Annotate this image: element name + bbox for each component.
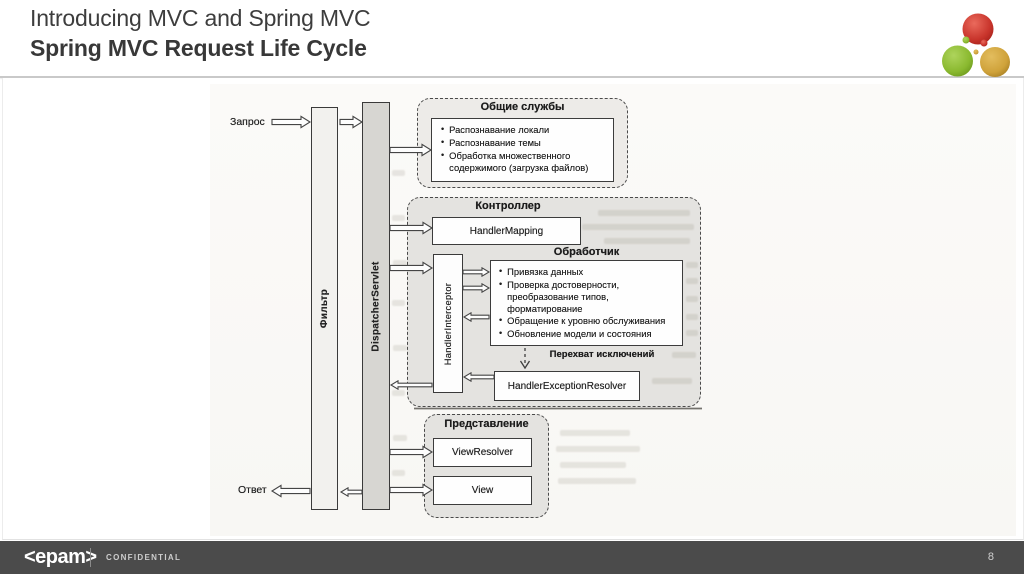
- list-item: Обращение к уровню обслуживания: [499, 315, 678, 327]
- list-item-text: Проверка достоверности, преобразование т…: [507, 278, 620, 314]
- list-item-text: Обработка множественного содержимого (за…: [449, 149, 589, 173]
- scan-artifact: [393, 435, 407, 441]
- list-item: Обработка множественного содержимого (за…: [441, 150, 609, 174]
- view-resolver-label: ViewResolver: [452, 447, 513, 458]
- footer-bar: <epam> CONFIDENTIAL 8: [0, 541, 1024, 574]
- scan-artifact: [598, 210, 690, 216]
- controller-title: Контроллер: [475, 200, 541, 212]
- list-item-text: Привязка данных: [507, 266, 584, 277]
- presentation-title: Представление: [444, 418, 529, 430]
- common-services-list: Распознавание локали Распознавание темы …: [433, 121, 613, 181]
- slide-subtitle: Spring MVC Request Life Cycle: [30, 35, 367, 61]
- list-item: Привязка данных: [499, 266, 678, 278]
- request-label: Запрос: [230, 116, 265, 128]
- list-item: Распознавание темы: [441, 137, 609, 149]
- handler-interceptor-bar: HandlerInterceptor: [433, 254, 463, 393]
- scan-artifact: [558, 478, 636, 484]
- slide-title: Introducing MVC and Spring MVC: [30, 5, 371, 31]
- scan-artifact: [686, 296, 698, 302]
- scan-artifact: [392, 215, 405, 221]
- scan-artifact: [686, 262, 698, 268]
- exception-intercept-label: Перехват исключений: [549, 349, 655, 360]
- filter-label: Фильтр: [319, 288, 330, 329]
- epam-logo: <epam>: [24, 546, 97, 568]
- scan-artifact: [392, 470, 405, 476]
- page-number: 8: [987, 551, 994, 563]
- view-label: View: [471, 485, 494, 496]
- footer-divider: [90, 548, 91, 567]
- filter-bar: Фильтр: [311, 107, 338, 510]
- response-label: Ответ: [238, 484, 267, 496]
- scan-artifact: [582, 224, 694, 230]
- view-resolver-box: ViewResolver: [433, 438, 532, 467]
- scan-artifact: [686, 330, 698, 336]
- scan-artifact: [393, 260, 407, 266]
- scan-artifact: [686, 278, 698, 284]
- scan-artifact: [686, 314, 698, 320]
- scan-artifact: [672, 352, 696, 358]
- scan-artifact: [560, 462, 626, 468]
- handler-mapping-box: HandlerMapping: [432, 217, 581, 245]
- handler-title: Обработчик: [553, 246, 620, 258]
- confidential-label: CONFIDENTIAL: [106, 553, 182, 562]
- scan-artifact: [392, 390, 405, 396]
- molecule-logo-icon: [942, 13, 1010, 77]
- handler-interceptor-label: HandlerInterceptor: [443, 282, 453, 365]
- list-item: Проверка достоверности, преобразование т…: [499, 279, 678, 315]
- handler-exception-resolver-label: HandlerExceptionResolver: [507, 380, 627, 392]
- scan-artifact: [560, 430, 630, 436]
- dispatcher-servlet-bar: DispatcherServlet: [362, 102, 390, 510]
- dispatcher-servlet-label: DispatcherServlet: [370, 260, 382, 352]
- handler-list: Привязка данных Проверка достоверности, …: [492, 263, 681, 345]
- scan-artifact: [652, 378, 692, 384]
- list-item: Распознавание локали: [441, 124, 609, 136]
- list-item-text: Обращение к уровню обслуживания: [507, 315, 666, 327]
- scan-artifact: [392, 300, 405, 306]
- scan-artifact: [604, 238, 690, 244]
- scan-artifact: [556, 446, 640, 452]
- list-item-text: Обновление модели и состояния: [507, 328, 652, 340]
- view-box: View: [433, 476, 532, 505]
- scan-artifact: [392, 170, 405, 176]
- list-item-text: Распознавание темы: [449, 136, 541, 148]
- scan-artifact: [393, 345, 407, 351]
- common-services-title: Общие службы: [480, 101, 565, 113]
- list-item-text: Распознавание локали: [449, 124, 550, 135]
- list-item: Обновление модели и состояния: [499, 328, 678, 340]
- handler-exception-resolver-box: HandlerExceptionResolver: [494, 371, 640, 401]
- header-divider: [0, 76, 1024, 78]
- handler-mapping-label: HandlerMapping: [469, 225, 544, 237]
